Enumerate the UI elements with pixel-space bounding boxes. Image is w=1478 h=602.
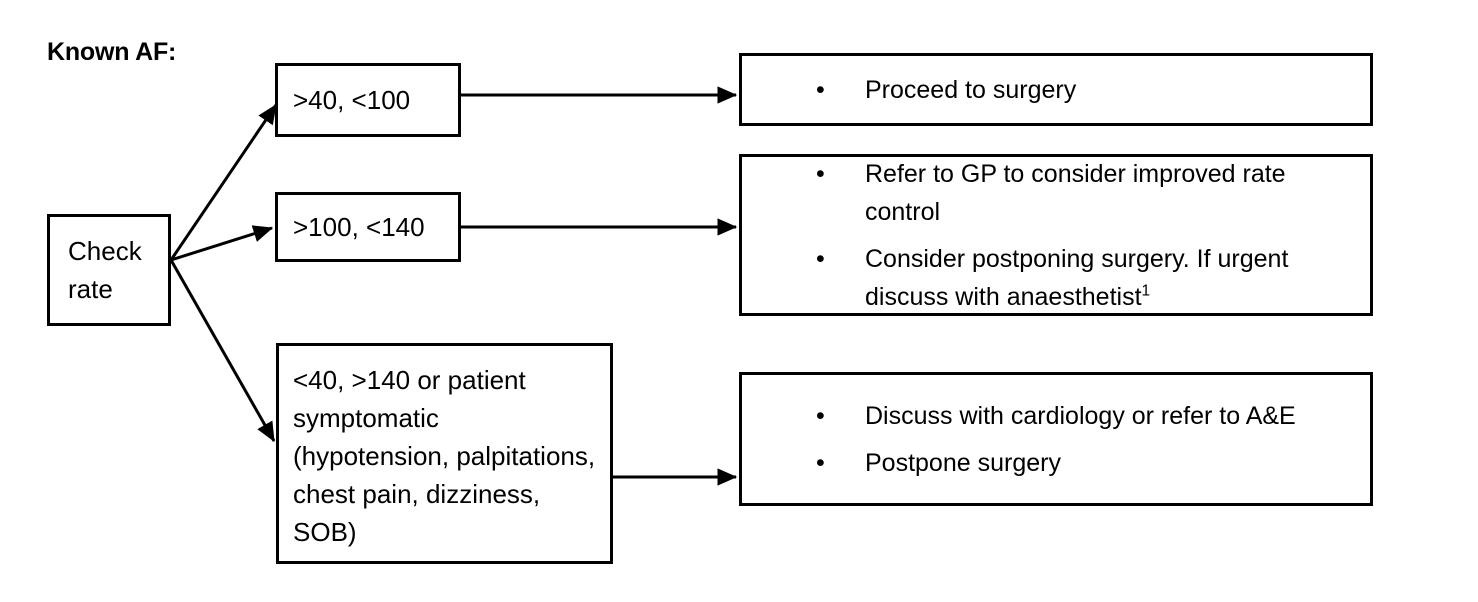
- bullet-text: Postpone surgery: [865, 448, 1061, 477]
- node-action-3[interactable]: Discuss with cardiology or refer to A&E …: [739, 372, 1373, 506]
- node-rate-2[interactable]: >100, <140: [275, 192, 461, 262]
- node-action-2[interactable]: Refer to GP to consider improved rate co…: [739, 154, 1373, 316]
- node-rate-1[interactable]: >40, <100: [275, 63, 461, 137]
- node-rate-2-label: >100, <140: [293, 212, 425, 242]
- bullet-superscript: 1: [1141, 282, 1151, 300]
- action-2-bullet-list: Refer to GP to consider improved rate co…: [742, 155, 1370, 316]
- edge-check-to-rate-1: [169, 104, 278, 261]
- bullet-text: Proceed to surgery: [865, 75, 1077, 104]
- list-item: Discuss with cardiology or refer to A&E: [742, 397, 1370, 435]
- edge-check-to-rate-3: [169, 259, 276, 443]
- node-rate-3-label: <40, >140 or patient symptomatic (hypote…: [293, 365, 596, 547]
- list-item: Proceed to surgery: [742, 71, 1370, 109]
- list-item: Refer to GP to consider improved rate co…: [742, 155, 1370, 231]
- node-check-rate[interactable]: Check rate: [47, 214, 171, 326]
- node-check-rate-label: Check rate: [68, 236, 142, 304]
- list-item: Postpone surgery: [742, 444, 1370, 482]
- bullet-text: Discuss with cardiology or refer to A&E: [865, 401, 1296, 430]
- action-1-bullet-list: Proceed to surgery: [742, 71, 1370, 109]
- bullet-text: Consider postponing surgery. If urgent d…: [865, 244, 1289, 311]
- node-rate-3[interactable]: <40, >140 or patient symptomatic (hypote…: [276, 343, 613, 564]
- page-title: Known AF:: [47, 38, 177, 66]
- bullet-text: Refer to GP to consider improved rate co…: [865, 159, 1286, 226]
- node-action-1[interactable]: Proceed to surgery: [739, 53, 1373, 126]
- list-item: Consider postponing surgery. If urgent d…: [742, 240, 1370, 316]
- action-3-bullet-list: Discuss with cardiology or refer to A&E …: [742, 397, 1370, 482]
- edge-check-to-rate-2: [170, 225, 274, 262]
- node-rate-1-label: >40, <100: [293, 85, 411, 115]
